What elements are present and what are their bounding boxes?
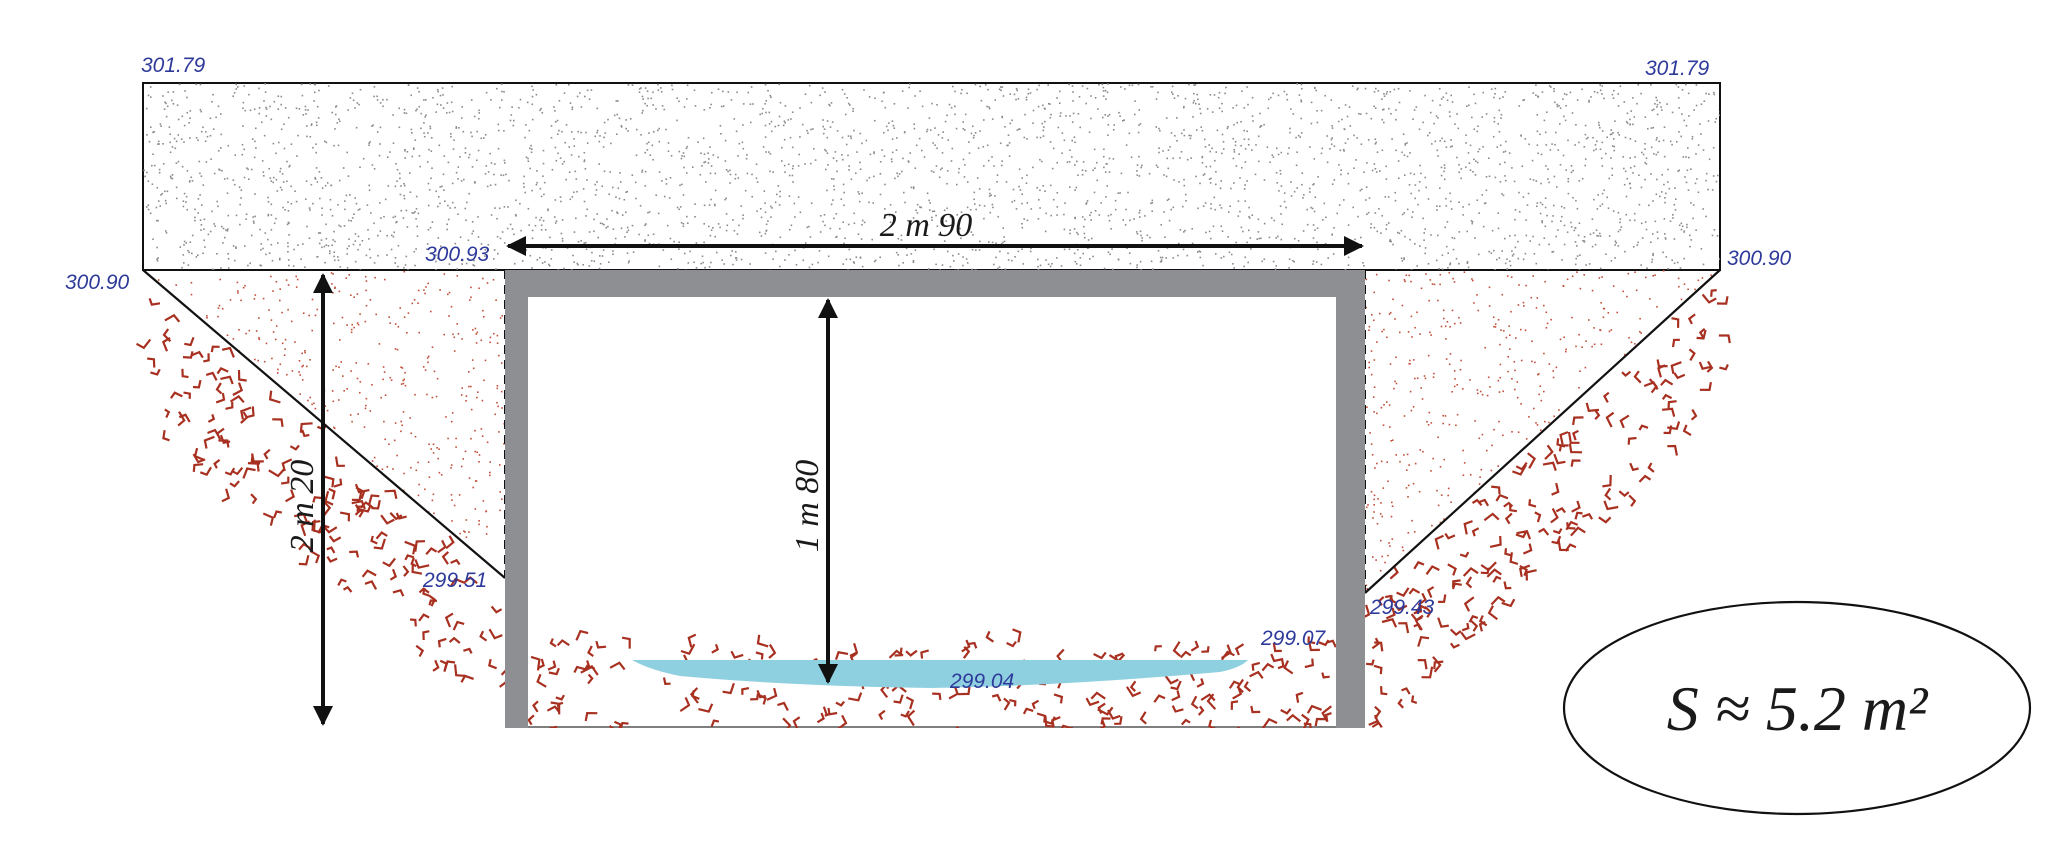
elevation-left-wall-base: 299.51 [422,569,487,592]
span-dimension-label: 2 m 90 [880,207,973,244]
area-label: S ≈ 5.2 m² [1667,673,1929,744]
area-callout: S ≈ 5.2 m² [1562,600,2032,816]
elevation-channel-edge: 299.07 [1260,627,1327,650]
total-depth-label: 2 m 20 [284,460,321,553]
culvert-right-wall [1336,270,1365,728]
right-slope-line [1364,269,1721,594]
elevation-left-slope-top: 300.90 [65,271,130,294]
culvert-structure [505,270,1365,728]
elevation-right-wall-base: 299.43 [1369,596,1435,619]
clear-height-dimension: 1 m 80 [789,298,838,684]
elevation-top-right: 301.79 [1645,57,1710,80]
total-depth-dimension: 2 m 20 [284,273,333,726]
elevation-channel-bottom: 299.04 [949,670,1014,693]
elevation-culvert-top: 300.93 [425,243,490,266]
culvert-top-slab [505,270,1365,297]
elevation-right-slope-top: 300.90 [1727,247,1792,270]
elevation-top-left: 301.79 [141,54,206,77]
water-surface [632,660,1248,688]
culvert-left-wall [505,270,528,728]
span-dimension: 2 m 90 [506,207,1364,256]
clear-height-label: 1 m 80 [789,460,826,553]
